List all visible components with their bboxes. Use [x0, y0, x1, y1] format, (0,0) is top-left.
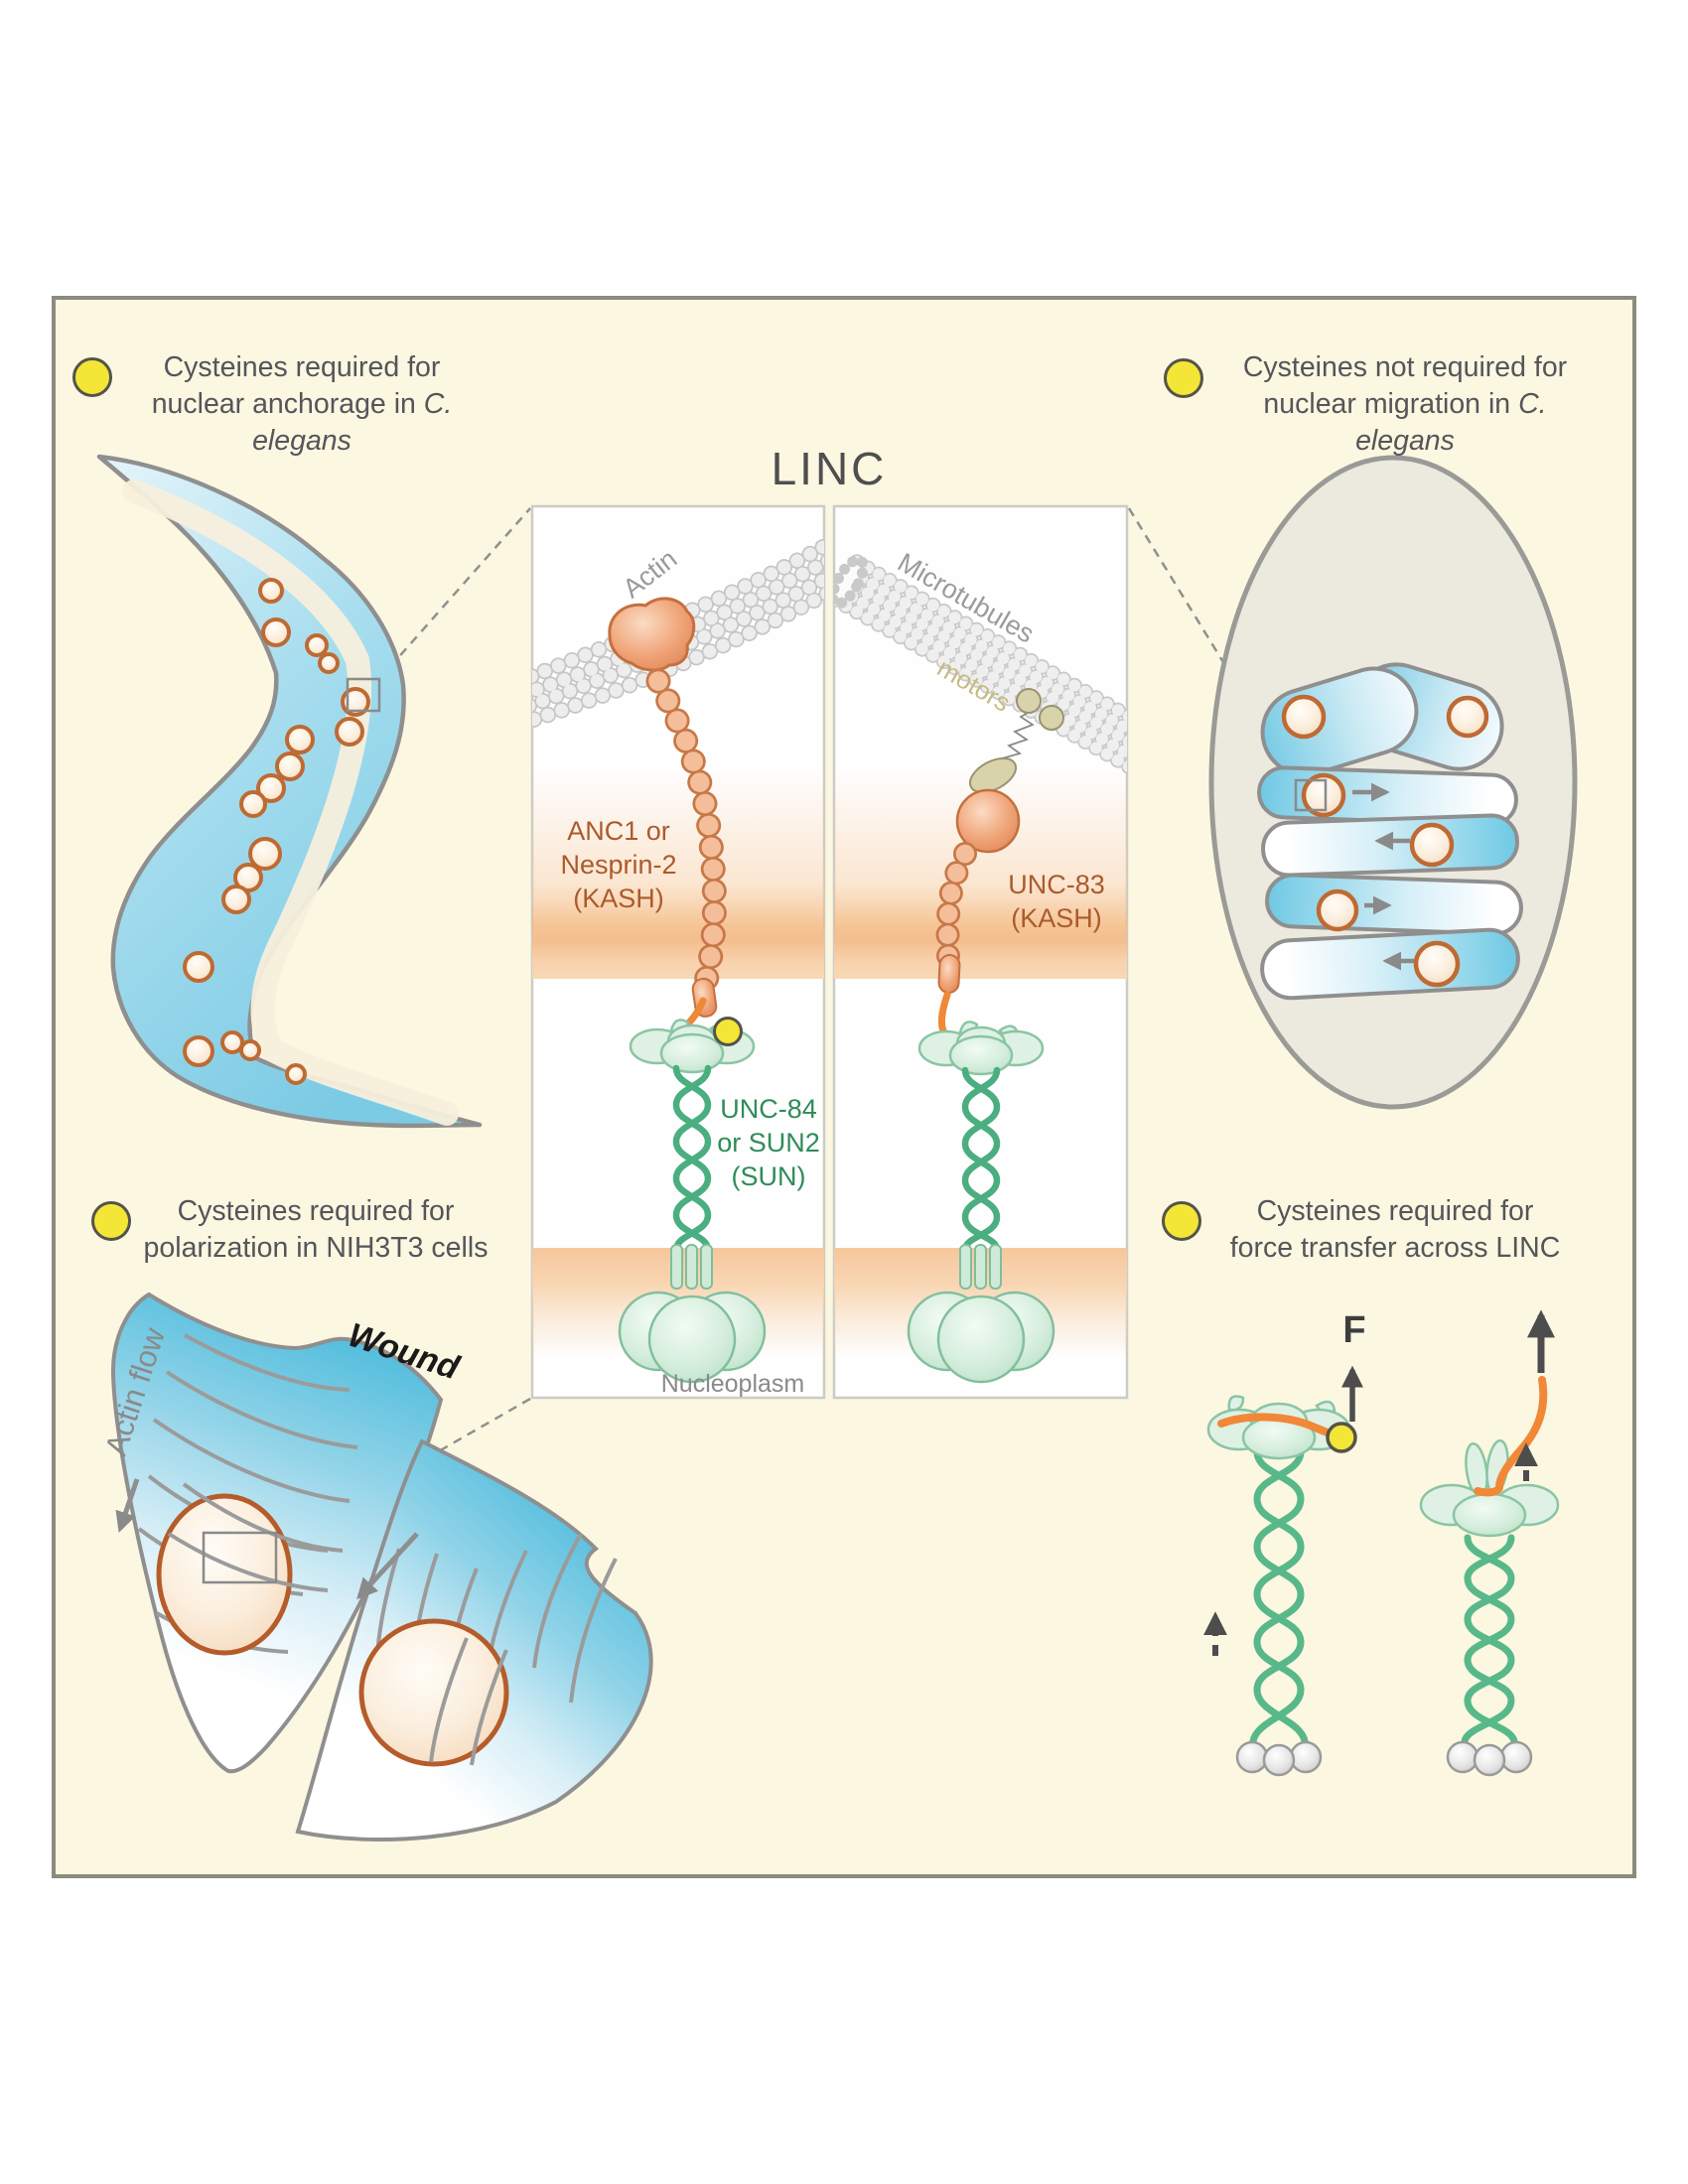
nucleoplasm-label: Nucleoplasm: [661, 1370, 805, 1398]
svg-text:(KASH): (KASH): [1011, 903, 1102, 933]
embryo-nuclei: [1281, 694, 1489, 988]
embryo-illustration: [1208, 455, 1578, 1110]
legend-top-left: Cysteines required for nuclear anchorage…: [117, 349, 487, 460]
sun-coiled-coil-right: [961, 1066, 1001, 1254]
worm-body: [96, 454, 483, 1129]
sun-trimer-kash-released: [1419, 1309, 1560, 1777]
legend-bottom-left-line1: Cysteines required for: [177, 1195, 455, 1227]
svg-text:(KASH): (KASH): [573, 884, 664, 913]
membrane-anchor-beads-A: [1235, 1740, 1323, 1777]
legend-bottom-left: Cysteines required for polarization in N…: [131, 1193, 500, 1267]
actin-stress-fibers-1: [137, 1333, 358, 1654]
svg-text:(SUN): (SUN): [732, 1161, 806, 1191]
svg-text:UNC-84: UNC-84: [720, 1094, 817, 1124]
worm-intestine: [122, 479, 459, 1126]
stress-fiber-over-nucleus-2: [429, 1637, 469, 1763]
svg-text:or SUN2: or SUN2: [717, 1128, 820, 1158]
svg-text:UNC-83: UNC-83: [1008, 870, 1105, 899]
outer-nuclear-membrane-left: [532, 766, 824, 979]
cysteine-dot-force: [1326, 1422, 1357, 1453]
legend-top-left-line2: nuclear anchorage in C. elegans: [151, 388, 453, 457]
stress-fiber-over-nucleus-2b: [470, 1649, 508, 1766]
legend-bottom-left-line2: polarization in NIH3T3 cells: [143, 1232, 489, 1264]
worm-zoom-box: [346, 677, 381, 713]
stress-fiber-over-nucleus-1b: [182, 1482, 344, 1553]
legend-top-left-line1: Cysteines required for: [163, 351, 441, 383]
legend-top-right-line1: Cysteines not required for: [1242, 351, 1568, 383]
sun-trimer-base-right: [907, 1291, 1055, 1384]
linc-panel-left: Actin ANC1 or Nesprin-2 (KASH) UNC-84 or…: [530, 504, 826, 1400]
unc83-head: [955, 788, 1021, 854]
stress-fiber-over-nucleus-1: [167, 1532, 329, 1592]
sun-trimer-with-kash: F: [1203, 1309, 1366, 1777]
legend-bottom-right: Cysteines required for force transfer ac…: [1206, 1193, 1584, 1267]
unc83-transmembrane-bead: [937, 954, 961, 994]
actin-flow-arrow-1: [115, 1478, 140, 1533]
sun-domain-left: [629, 1019, 756, 1074]
cysteine-dot-left-panel: [713, 1017, 743, 1046]
force-transfer-illustration: F: [1203, 1309, 1560, 1777]
svg-text:Nesprin-2: Nesprin-2: [560, 850, 676, 880]
worm-nuclei: [183, 578, 370, 1085]
sun-domain-flower-A: [1206, 1395, 1351, 1460]
nucleus-cell-1: [156, 1493, 293, 1656]
cysteine-legend-dot-top-right: [1164, 358, 1203, 398]
sun-domain-right: [917, 1021, 1045, 1076]
legend-top-right-line2: nuclear migration in C. elegans: [1263, 388, 1547, 457]
cysteine-legend-dot-bottom-right: [1162, 1201, 1201, 1241]
sun-trimer-base-left: [618, 1291, 767, 1384]
nuclear-migration-arrows: [1352, 782, 1414, 971]
legend-bottom-right-line1: Cysteines required for: [1256, 1195, 1534, 1227]
unc83-bead-chain: [935, 842, 977, 969]
unc83-label: UNC-83 (KASH): [1008, 870, 1105, 933]
nucleus-cell-2: [358, 1618, 509, 1767]
sun-domain-flower-B: [1419, 1438, 1560, 1538]
sun-transmembrane-right: [959, 1244, 1002, 1290]
worm-illustration: [96, 454, 483, 1129]
nesprin-label: ANC1 or Nesprin-2 (KASH): [560, 816, 676, 913]
cysteine-legend-dot-top-left: [72, 357, 112, 397]
kash-peptide-released: [1474, 1376, 1548, 1497]
motor-cargo-domain: [968, 756, 1018, 794]
motor-heads: [1016, 688, 1064, 731]
cysteine-legend-dot-bottom-left: [91, 1201, 131, 1241]
legend-bottom-right-line2: force transfer across LINC: [1229, 1232, 1561, 1264]
sun-label: UNC-84 or SUN2 (SUN): [717, 1094, 820, 1191]
svg-text:ANC1 or: ANC1 or: [567, 816, 670, 846]
legend-top-right: Cysteines not required for nuclear migra…: [1213, 349, 1597, 460]
actin-flow-arrow-2: [356, 1532, 419, 1600]
nesprin-actin-binding-domain: [608, 597, 696, 672]
embryo-zoom-box: [1294, 778, 1328, 812]
cell-zoom-box: [202, 1531, 278, 1584]
force-label: F: [1342, 1309, 1365, 1351]
linc-title: LINC: [772, 443, 888, 494]
nesprin-spectrin-repeats: [645, 668, 727, 1004]
linc-panel-right: Microtubules motors UNC-83 (KASH): [832, 504, 1129, 1400]
sun-coiled-coil-left: [672, 1064, 712, 1254]
microtubule: [834, 554, 1127, 774]
membrane-anchor-beads-B: [1446, 1740, 1533, 1777]
sun-transmembrane-left: [670, 1244, 713, 1290]
